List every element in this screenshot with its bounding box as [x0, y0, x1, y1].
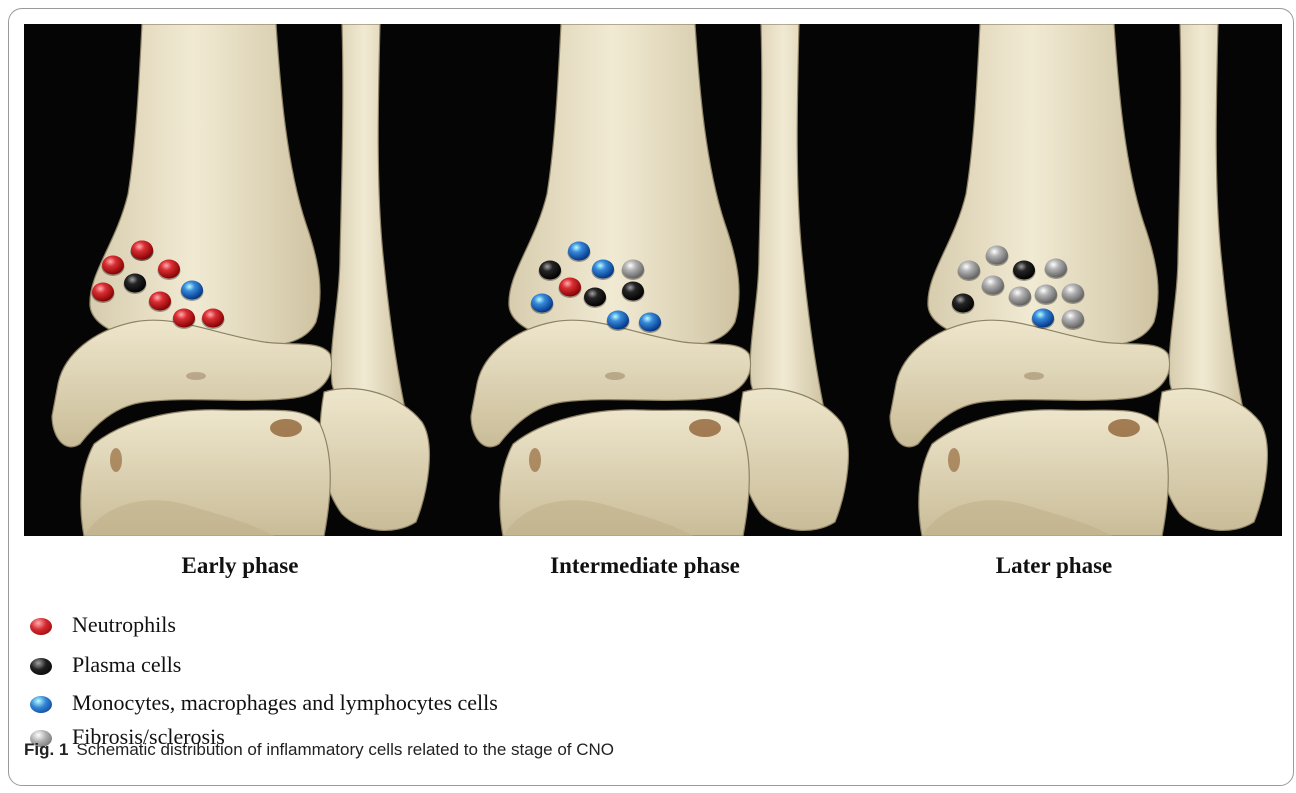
figure-caption: Fig. 1 Schematic distribution of inflamma…	[24, 740, 614, 760]
legend-label: Monocytes, macrophages and lymphocytes c…	[72, 690, 498, 716]
cell-marker	[1032, 309, 1055, 330]
neutrophil-cell-icon	[30, 618, 52, 635]
cell-marker	[559, 278, 582, 299]
legend-label: Neutrophils	[72, 612, 176, 638]
cell-marker	[173, 309, 196, 330]
panel-intermediate	[443, 24, 863, 536]
cell-marker	[622, 282, 645, 303]
cell-marker	[1013, 261, 1036, 282]
cell-marker	[158, 260, 181, 281]
ankle-bone-illustration	[24, 24, 444, 536]
panel-early	[24, 24, 444, 536]
figure-number: Fig. 1	[24, 740, 68, 759]
cell-marker	[181, 281, 204, 302]
cell-marker	[1045, 259, 1068, 280]
cell-marker	[131, 241, 154, 262]
cell-marker	[986, 246, 1009, 267]
cell-marker	[1062, 310, 1085, 331]
panel-later	[862, 24, 1282, 536]
phase-label-intermediate: Intermediate phase	[465, 553, 825, 579]
cell-marker	[202, 309, 225, 330]
legend-item-monocytes: Monocytes, macrophages and lymphocytes c…	[30, 690, 730, 720]
cell-marker	[958, 261, 981, 282]
cell-marker	[622, 260, 645, 281]
cell-marker	[568, 242, 591, 263]
cell-marker	[1035, 285, 1058, 306]
cell-marker	[124, 274, 147, 295]
illustration-panels	[24, 24, 1282, 536]
phase-label-early: Early phase	[60, 553, 420, 579]
cell-marker	[1009, 287, 1032, 308]
plasma-cell-icon	[30, 658, 52, 675]
cell-marker	[92, 283, 115, 304]
cell-marker	[952, 294, 975, 315]
cell-marker	[592, 260, 615, 281]
cell-marker	[531, 294, 554, 315]
legend-label: Plasma cells	[72, 652, 181, 678]
phase-label-later: Later phase	[874, 553, 1234, 579]
cell-marker	[639, 313, 662, 334]
cell-marker	[102, 256, 125, 277]
cell-marker	[584, 288, 607, 309]
cell-marker	[982, 276, 1005, 297]
legend-item-neutrophils: Neutrophils	[30, 612, 730, 642]
cell-marker	[539, 261, 562, 282]
legend-item-plasma-cells: Plasma cells	[30, 652, 730, 682]
ankle-bone-illustration	[443, 24, 863, 536]
caption-text: Schematic distribution of inflammatory c…	[76, 740, 614, 759]
cell-marker	[149, 292, 172, 313]
cell-marker	[607, 311, 630, 332]
ankle-bone-illustration	[862, 24, 1282, 536]
cell-marker	[1062, 284, 1085, 305]
monocyte-cell-icon	[30, 696, 52, 713]
